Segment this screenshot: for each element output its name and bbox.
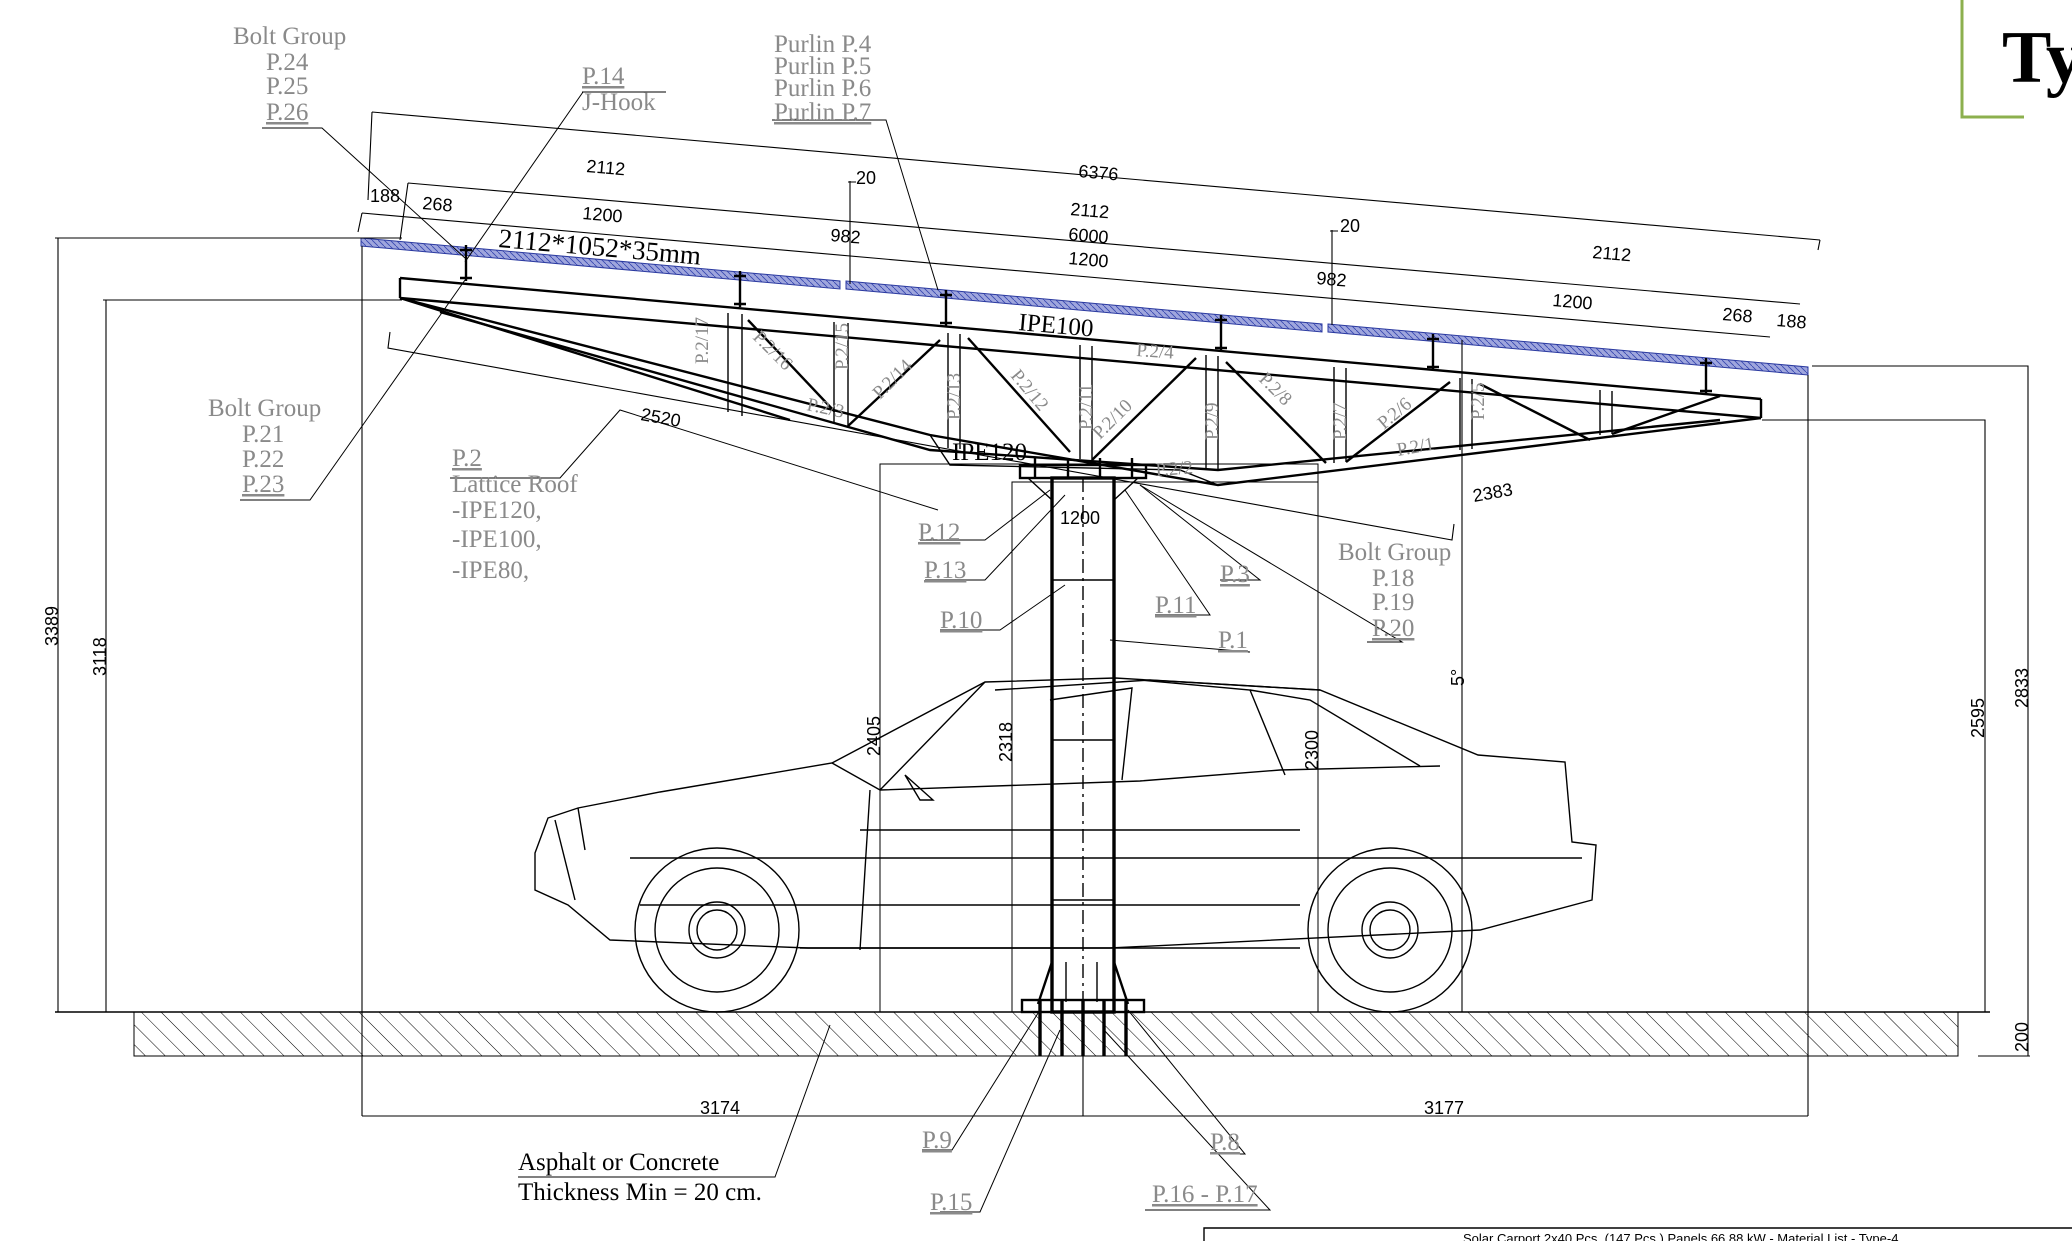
dim-188-left: 188: [370, 186, 400, 206]
bolt-group-left-title: Bolt Group: [208, 395, 321, 422]
purlin-p7: Purlin P.7: [774, 99, 871, 126]
dim-1200-c: 1200: [1552, 290, 1594, 313]
label-p1: P.1: [1218, 627, 1248, 654]
member-p2-15: P.2/15: [832, 323, 853, 370]
dim-2405: 2405: [864, 716, 884, 756]
dim-982-b: 982: [1316, 268, 1348, 291]
member-p2-9: P.2/9: [1202, 403, 1223, 441]
leader-lines: [240, 91, 1404, 1213]
dimension-lines: [55, 111, 2030, 1117]
purlin-p5: Purlin P.5: [774, 53, 871, 80]
dim-2833: 2833: [2012, 668, 2032, 708]
dim-1200-b: 1200: [1068, 248, 1110, 271]
lattice-ipe80: -IPE80,: [452, 557, 529, 584]
member-p2-7: P.2/7: [1330, 403, 1351, 441]
car-outline: [534, 677, 1597, 1013]
dim-188-right: 188: [1776, 310, 1808, 333]
dim-20-b: 20: [1340, 216, 1360, 236]
dim-2112-b: 2112: [1070, 199, 1110, 222]
bolt-group-right-title: Bolt Group: [1338, 539, 1451, 566]
dim-20-a: 20: [856, 168, 876, 188]
dim-1200-column: 1200: [1060, 508, 1100, 528]
member-p2-3: P.2/3: [805, 394, 846, 422]
dim-2112-a: 2112: [586, 156, 626, 179]
dim-1200-a: 1200: [582, 203, 624, 226]
dim-6000: 6000: [1068, 224, 1110, 247]
dim-268-left: 268: [422, 193, 454, 216]
purlin-p4: Purlin P.4: [774, 31, 872, 58]
dim-982-a: 982: [830, 225, 862, 248]
member-p2-5: P.2/5: [1468, 383, 1489, 421]
member-p2-16: P.2/16: [748, 327, 796, 375]
bolt-group-left-p21: P.21: [242, 421, 284, 448]
callout-labels: Bolt Group P.24 P.25 P.26 P.14 J-Hook Pu…: [208, 23, 1451, 1216]
dim-3177: 3177: [1424, 1098, 1464, 1118]
label-p3: P.3: [1220, 561, 1250, 588]
dim-3174: 3174: [700, 1098, 740, 1118]
label-p11: P.11: [1155, 592, 1196, 619]
ground: [55, 1011, 1990, 1057]
bolt-group-left-p23: P.23: [242, 471, 284, 498]
dim-268-right: 268: [1722, 304, 1754, 327]
member-p2-17: P.2/17: [692, 317, 713, 364]
label-p16-p17: P.16 - P.17: [1152, 1181, 1258, 1208]
solar-panels: [360, 237, 1809, 376]
dim-6376: 6376: [1078, 161, 1120, 184]
steel-column: [1018, 458, 1148, 1056]
dim-3389: 3389: [42, 606, 62, 646]
type-title-box: Ty: [1960, 0, 2072, 119]
dim-5-degree: 5°: [1448, 669, 1468, 686]
label-p9: P.9: [922, 1127, 952, 1154]
bolt-group-right-p18: P.18: [1372, 565, 1414, 592]
jhook-name: J-Hook: [582, 89, 656, 116]
bolt-group-top-p26: P.26: [266, 99, 308, 126]
dim-2112-c: 2112: [1592, 242, 1632, 265]
member-p2-4: P.2/4: [1136, 340, 1175, 364]
material-table: Solar Carport 2x40 Pcs. (147 Pcs.) Panel…: [1203, 1227, 2072, 1241]
dimension-texts: 6376 2112 2112 2112 6000 188 268 268 188…: [42, 156, 2032, 1118]
type-title: Ty: [2002, 17, 2072, 99]
bolt-group-left-p22: P.22: [242, 446, 284, 473]
ipe100-label: IPE100: [1017, 309, 1094, 342]
member-p2-1: P.2/1: [1395, 434, 1436, 461]
lattice-ipe120: -IPE120,: [452, 497, 542, 524]
bolt-group-top-p25: P.25: [266, 73, 308, 100]
bolt-group-top-p24: P.24: [266, 49, 309, 76]
member-p2-11: P.2/11: [1076, 384, 1097, 430]
label-p12: P.12: [918, 519, 960, 546]
lattice-truss: [398, 276, 1763, 487]
lattice-name: Lattice Roof: [452, 471, 578, 498]
lattice-ipe100: -IPE100,: [452, 526, 542, 553]
purlin-p6: Purlin P.6: [774, 75, 871, 102]
dim-200: 200: [2012, 1022, 2032, 1052]
dim-2300: 2300: [1302, 730, 1322, 770]
member-p2-14: P.2/14: [869, 355, 917, 403]
bolt-group-right-p20: P.20: [1372, 615, 1414, 642]
dim-2520: 2520: [639, 404, 682, 431]
lattice-code: P.2: [452, 445, 482, 472]
jhook-code: P.14: [582, 63, 625, 90]
member-p2-13: P.2/13: [944, 373, 965, 420]
bolt-group-top-title: Bolt Group: [233, 23, 346, 50]
dim-2318: 2318: [996, 722, 1016, 762]
bolt-group-right-p19: P.19: [1372, 589, 1414, 616]
ipe120-label: IPE120: [952, 439, 1027, 466]
label-p13: P.13: [924, 557, 966, 584]
structure-labels: 2112*1052*35mm IPE100 IPE120: [497, 223, 1094, 466]
member-p2-6: P.2/6: [1374, 394, 1416, 434]
label-p8: P.8: [1210, 1129, 1240, 1156]
asphalt-line1: Asphalt or Concrete: [518, 1149, 719, 1176]
dim-3118: 3118: [90, 637, 110, 676]
dim-2383: 2383: [1471, 479, 1514, 506]
table-caption: Solar Carport 2x40 Pcs. (147 Pcs.) Panel…: [1463, 1231, 1898, 1241]
purlins: [460, 245, 1712, 394]
asphalt-line2: Thickness Min = 20 cm.: [518, 1179, 762, 1206]
dim-2595: 2595: [1968, 698, 1988, 738]
label-p10: P.10: [940, 607, 982, 634]
member-p2-2: P.2/2: [1155, 457, 1194, 481]
label-p15: P.15: [930, 1189, 972, 1216]
